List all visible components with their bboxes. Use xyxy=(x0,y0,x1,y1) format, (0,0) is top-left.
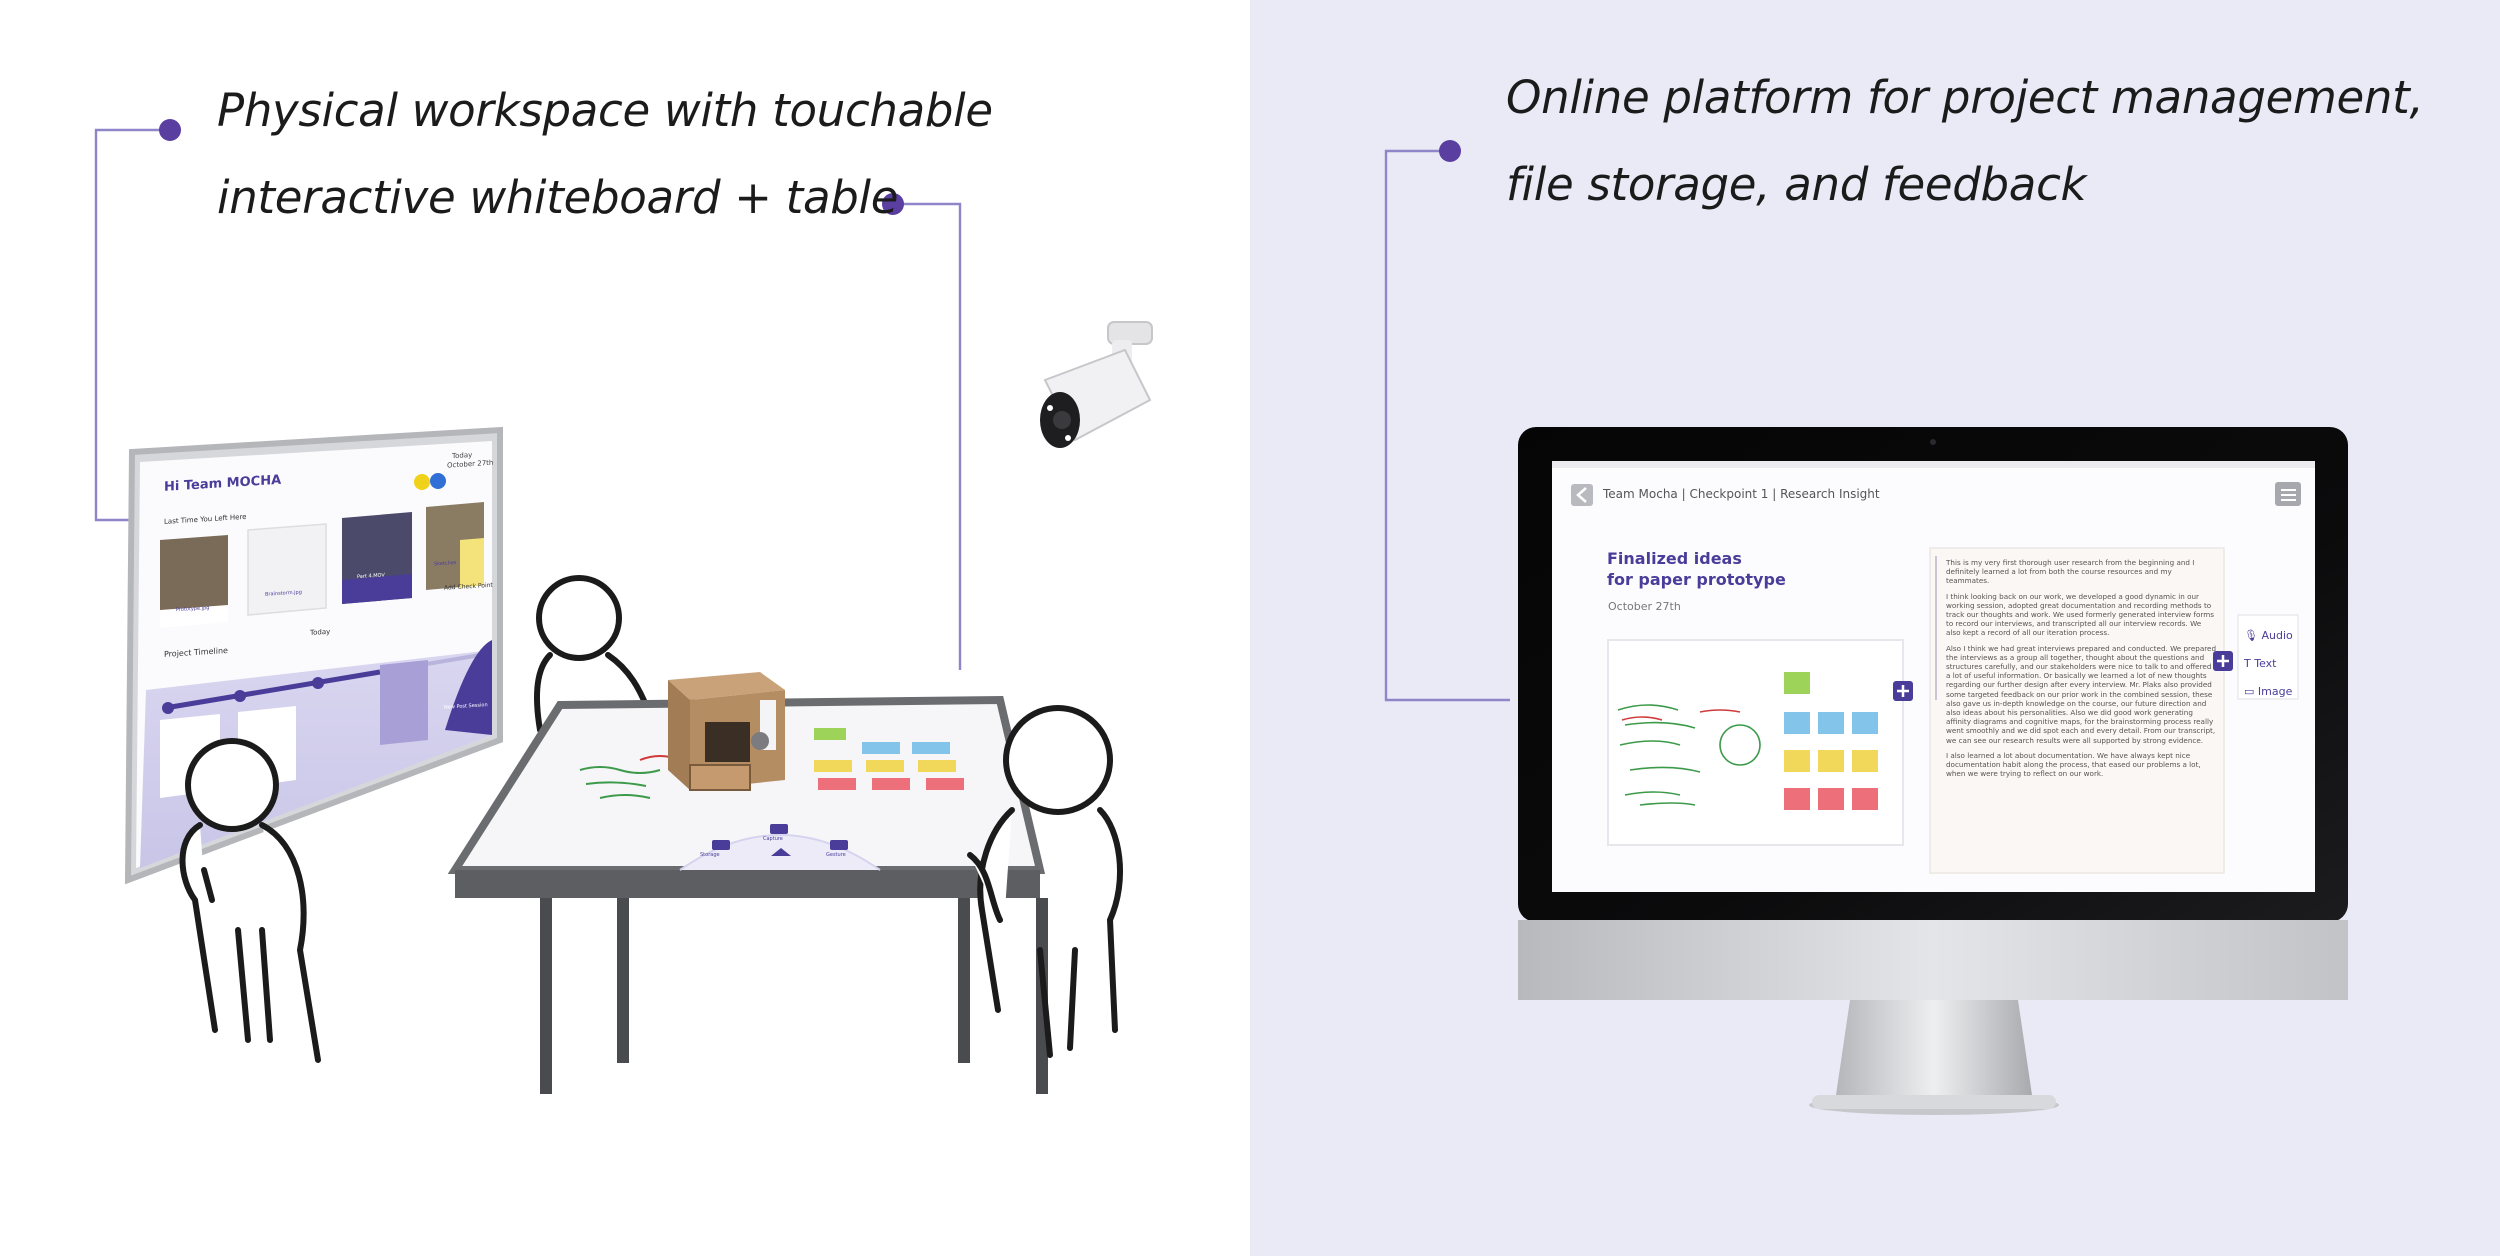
table-menu-storage[interactable]: Storage xyxy=(700,852,720,858)
add-checkpoint-button[interactable]: Add Check Point xyxy=(444,581,493,592)
whiteboard-date: October 27th xyxy=(447,458,494,470)
caption-dot-online xyxy=(1439,140,1461,162)
interactive-table xyxy=(447,672,1048,1094)
tool-image[interactable]: ▭ Image xyxy=(2244,678,2293,706)
tool-image-label: Image xyxy=(2257,685,2293,698)
breadcrumb[interactable]: Team Mocha | Checkpoint 1 | Research Ins… xyxy=(1603,487,1880,501)
reflection-paragraph-1: This is my very first thorough user rese… xyxy=(1946,558,2195,586)
physical-caption-line1: Physical workspace with touchable xyxy=(217,84,993,137)
text-icon: T xyxy=(2244,657,2251,670)
card-label-2[interactable]: Brainstorm.jpg xyxy=(265,589,302,598)
desktop-monitor xyxy=(1518,427,2348,1115)
reflection-paragraph-4: I also learned a lot about documentation… xyxy=(1946,750,2201,779)
person-right xyxy=(967,705,1123,1058)
last-time-label: Last Time You Left Here xyxy=(164,512,247,526)
new-session-button[interactable]: New Post Session xyxy=(444,702,488,711)
tool-text[interactable]: T Text xyxy=(2244,650,2293,678)
project-timeline-label: Project Timeline xyxy=(164,645,228,659)
person-back xyxy=(534,575,651,733)
tool-audio-label: Audio xyxy=(2261,629,2293,642)
left-leader-lines xyxy=(94,119,962,670)
online-caption-line2: file storage, and feedback xyxy=(1506,158,2087,211)
person-left xyxy=(179,738,321,1063)
image-icon: ▭ xyxy=(2244,685,2255,698)
mic-icon: 🎙 xyxy=(2244,629,2258,642)
page-title: Finalized ideas for paper prototype xyxy=(1607,548,1786,590)
reflection-paragraph-3: Also I think we had great interviews pre… xyxy=(1946,643,2216,745)
tool-audio[interactable]: 🎙 Audio xyxy=(2244,622,2293,650)
caption-dot-left xyxy=(159,119,181,141)
card-label-1[interactable]: Prototype.jpg xyxy=(176,605,210,614)
entry-date: October 27th xyxy=(1608,600,1681,613)
reflection-paragraph-2: I think looking back on our work, we dev… xyxy=(1946,591,2214,638)
page-title-line2: for paper prototype xyxy=(1607,570,1786,589)
timeline-today-marker: Today xyxy=(310,627,331,637)
tool-text-label: Text xyxy=(2254,657,2277,670)
media-toolbar: 🎙 Audio T Text ▭ Image xyxy=(2244,622,2293,706)
right-leader-line xyxy=(1384,140,1510,702)
security-camera-icon xyxy=(1040,321,1153,448)
whiteboard-greeting: Hi Team MOCHA xyxy=(164,472,282,495)
whiteboard-screen[interactable]: Hi Team MOCHA Today October 27th Last Ti… xyxy=(162,451,502,774)
table-menu-capture[interactable]: Capture xyxy=(763,836,783,842)
physical-caption-line2: interactive whiteboard + table xyxy=(217,171,899,224)
whiteboard-date-label: Today xyxy=(452,451,473,461)
table-menu-gesture[interactable]: Gesture xyxy=(826,852,846,858)
online-caption-line1: Online platform for project management, xyxy=(1506,71,2424,124)
reflection-text[interactable]: This is my very first thorough user rese… xyxy=(1946,558,2216,863)
card-label-3[interactable]: Part 4.MOV xyxy=(357,572,385,581)
card-label-4[interactable]: Sketches xyxy=(434,559,457,568)
caption-dot-right xyxy=(882,193,904,215)
page-title-line1: Finalized ideas xyxy=(1607,549,1742,568)
